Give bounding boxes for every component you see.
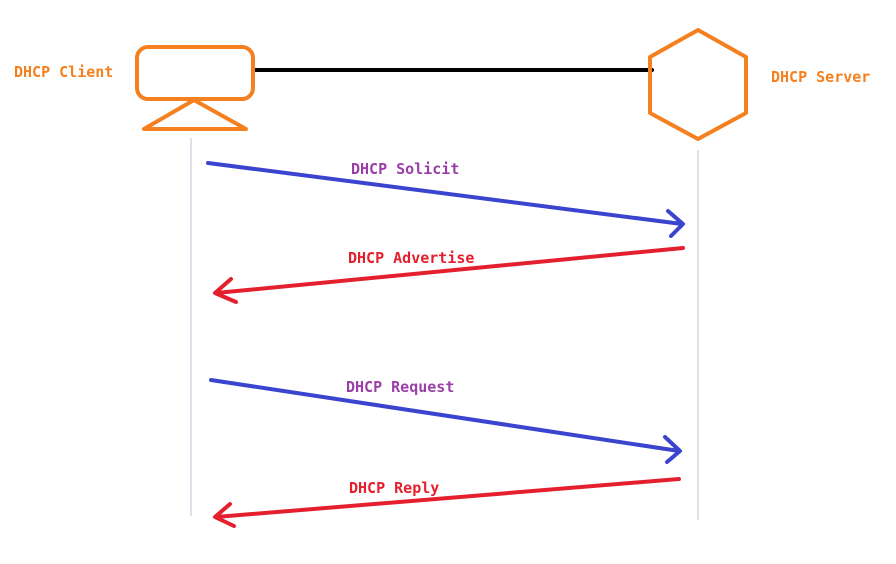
message-label-solicit: DHCP Solicit [351,160,459,178]
reply-arrow [213,477,681,528]
message-label-request: DHCP Request [346,378,454,396]
client-label: DHCP Client [14,63,113,81]
solicit-arrow [206,161,685,238]
advertise-arrow [213,246,685,304]
hexagon-server-icon [648,28,748,141]
message-label-advertise: DHCP Advertise [348,249,474,267]
request-arrow [209,378,682,464]
server-label: DHCP Server [771,68,870,86]
computer-monitor-icon [135,45,255,131]
message-label-reply: DHCP Reply [349,479,439,497]
